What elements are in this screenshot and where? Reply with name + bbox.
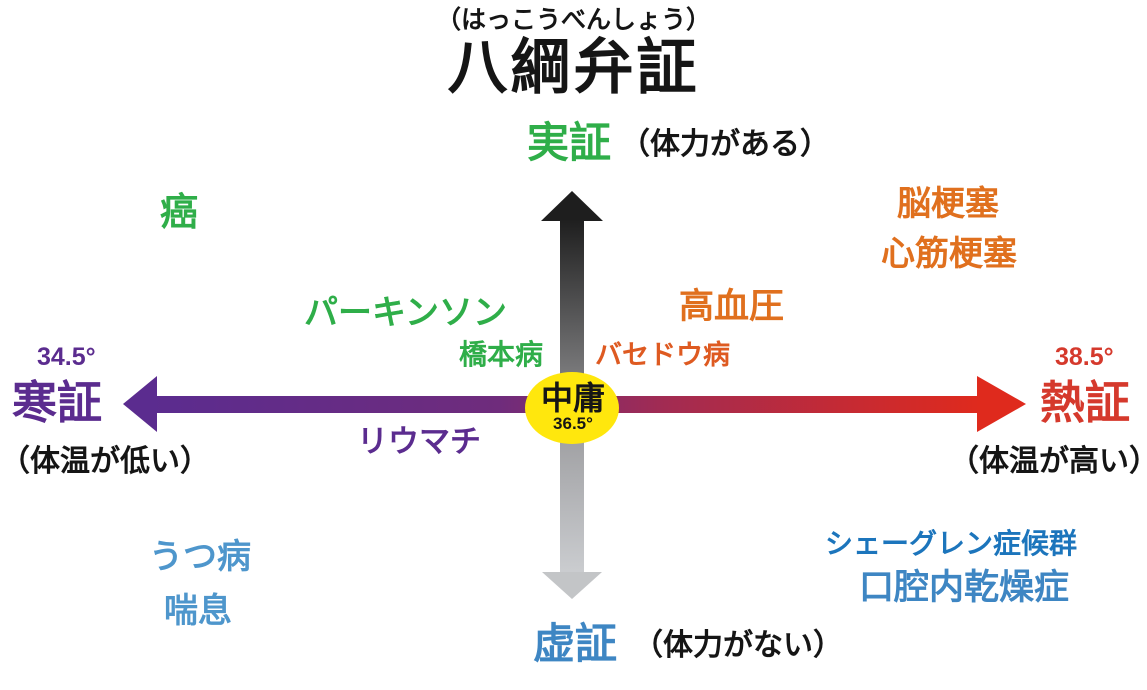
axis-right-desc: （体温が高い） xyxy=(949,445,1147,478)
axis-right-label: 熱証 xyxy=(1040,377,1131,428)
disease-hashimoto-label: 橋本病 xyxy=(459,339,544,370)
axis-left-label: 寒証 xyxy=(12,377,103,428)
axis-right-temp: 38.5° xyxy=(1055,343,1114,371)
disease-sjogren-label: シェーグレン症候群 xyxy=(825,528,1078,559)
title-furigana: （はっこうべんしょう） xyxy=(435,6,711,34)
axis-top-desc: （体力がある） xyxy=(620,128,830,161)
center-balance-group: 中庸 36.5° xyxy=(524,380,622,433)
disease-parkinson-label: パーキンソン xyxy=(304,294,507,332)
disease-asthma-label: 喘息 xyxy=(164,592,232,630)
axis-top-label: 実証 xyxy=(527,119,612,166)
center-label: 中庸 xyxy=(540,380,605,416)
axis-left-temp: 34.5° xyxy=(37,343,96,371)
disease-myocardial-infarction-label: 心筋梗塞 xyxy=(881,235,1017,273)
disease-rheumatism-label: リウマチ xyxy=(357,424,481,459)
disease-hypertension-label: 高血圧 xyxy=(679,287,785,326)
diagram-title: 八綱弁証 xyxy=(447,34,700,101)
disease-depression-label: うつ病 xyxy=(149,538,251,576)
axis-bottom-label: 虚証 xyxy=(533,620,618,667)
disease-cerebral-infarction-label: 脳梗塞 xyxy=(897,185,999,223)
axis-left-desc: （体温が低い） xyxy=(0,445,210,478)
center-temp: 36.5° xyxy=(553,413,593,433)
center-ellipse xyxy=(525,372,619,444)
disease-basedow-label: バセドウ病 xyxy=(595,340,730,370)
disease-cancer-label: 癌 xyxy=(160,192,199,234)
axis-bottom-desc: （体力がない） xyxy=(633,629,843,662)
disease-dry-mouth-label: 口腔内乾燥症 xyxy=(859,568,1070,607)
